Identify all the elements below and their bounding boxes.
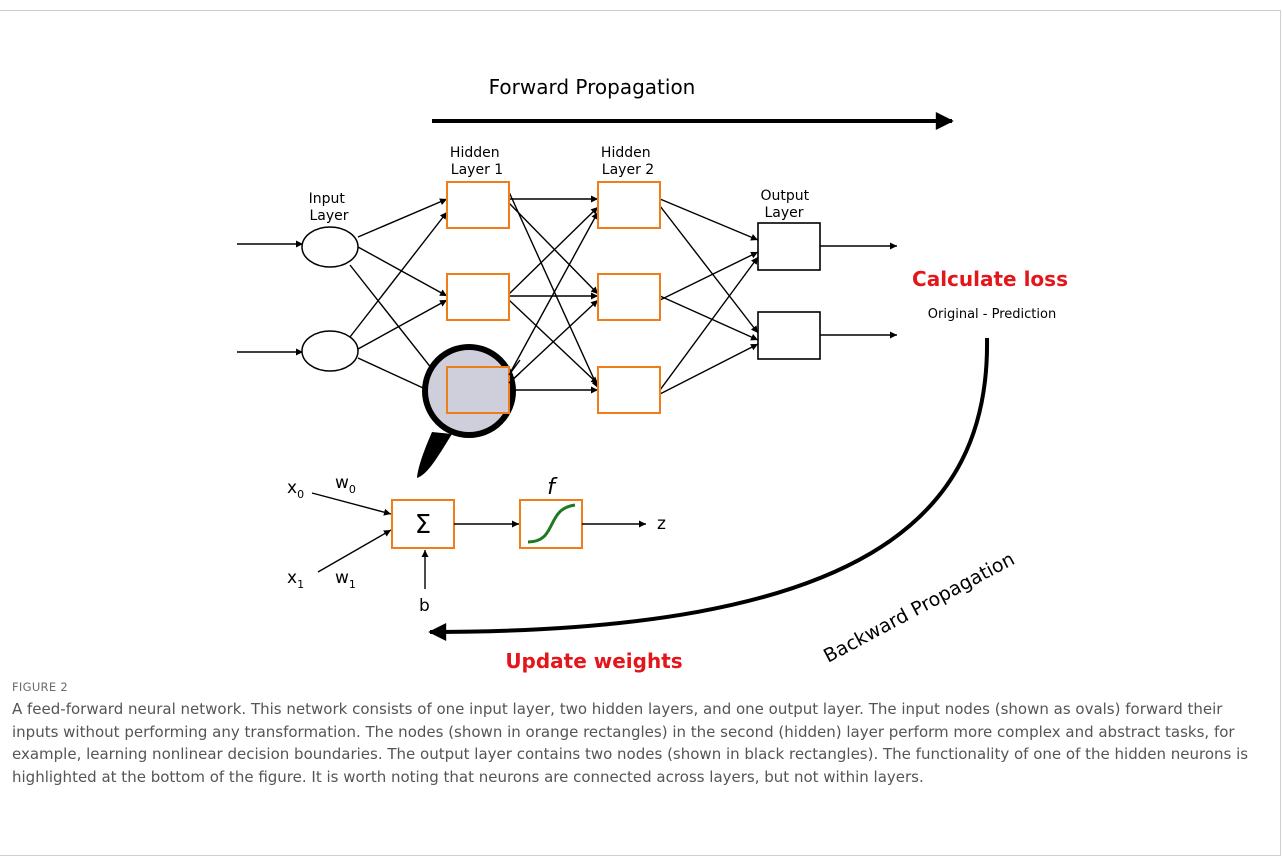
output-layer-label: Output Layer (760, 188, 813, 221)
hidden-layer-1-label: Hidden Layer 1 (450, 145, 504, 178)
sigmoid-curve (527, 503, 576, 544)
figure-frame (0, 10, 1281, 856)
hidden-layer-2-label: Hidden Layer 2 (601, 145, 655, 178)
output-z-label: z (657, 514, 666, 534)
update-weights-label: Update weights (505, 649, 682, 673)
sum-node (391, 499, 455, 549)
activation-symbol: f (547, 475, 558, 500)
hidden1-node-2 (446, 273, 510, 321)
output-node-1 (757, 222, 821, 271)
hidden2-node-2 (597, 273, 661, 321)
calculate-loss-label: Calculate loss (912, 267, 1068, 291)
figure-caption-text: A feed-forward neural network. This netw… (12, 700, 1249, 786)
neural-network-diagram: Forward Propagation Input Layer Hidden L… (237, 75, 1068, 673)
hidden2-node-3 (597, 366, 661, 414)
input-node-1 (301, 226, 359, 268)
backward-propagation-arrow (428, 337, 990, 641)
output-node-2 (757, 311, 821, 360)
input-layer-label: Input Layer (309, 191, 350, 224)
sum-symbol: Σ (415, 510, 431, 540)
input-node-2 (301, 330, 359, 372)
magnified-connections (508, 359, 521, 384)
figure-label: FIGURE 2 (12, 680, 68, 694)
hidden1-node-3 (446, 366, 510, 414)
hidden2-node-1 (597, 181, 661, 229)
forward-propagation-label: Forward Propagation (489, 75, 696, 99)
neuron-detail: x0 w0 x1 w1 b Σ f z (287, 473, 666, 616)
x0-label: x0 (287, 478, 304, 501)
connections (349, 191, 897, 400)
bias-label: b (419, 596, 430, 616)
w1-label: w1 (335, 568, 356, 591)
x1-label: x1 (287, 568, 304, 591)
hidden1-node-1 (446, 181, 510, 229)
w0-label: w0 (335, 473, 356, 496)
figure-caption: FIGURE 2 A feed-forward neural network. … (12, 680, 1270, 788)
loss-formula-label: Original - Prediction (928, 307, 1056, 322)
